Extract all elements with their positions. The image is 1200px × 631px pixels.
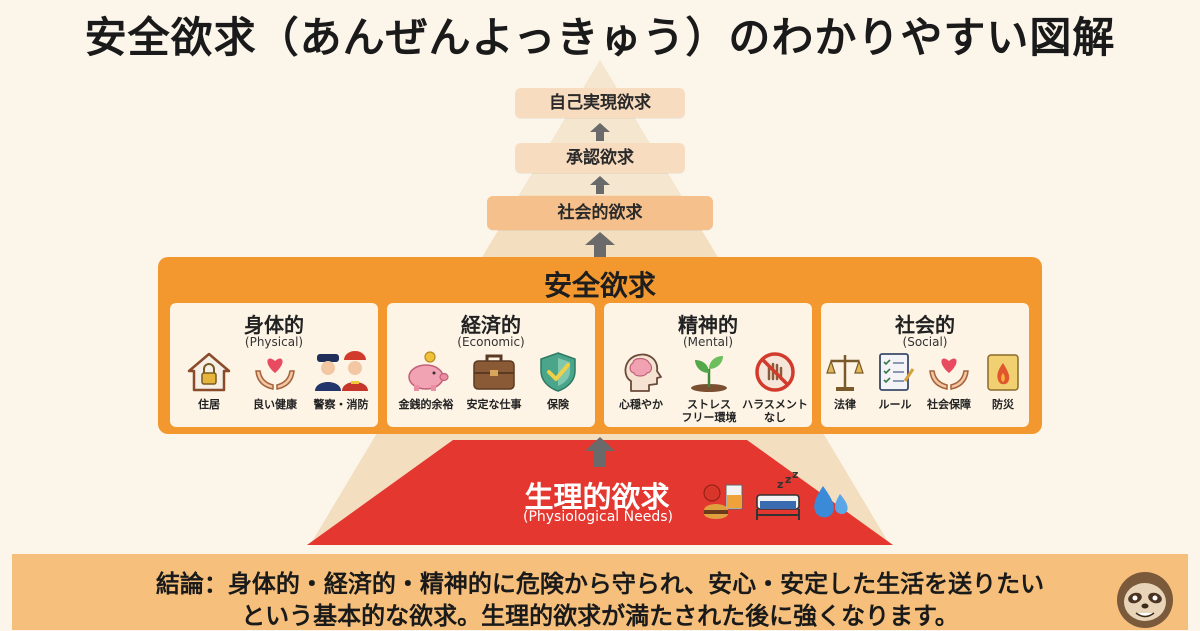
level-esteem: 承認欲求 (515, 143, 685, 173)
physiological-title: 生理的欲求 (524, 480, 670, 514)
item-label: 安定な仕事 (466, 398, 522, 411)
conclusion-line-2: という基本的な欲求。生理的欲求が満たされた後に強くなります。 (241, 602, 959, 630)
page-title: 安全欲求（あんぜんよっきゅう）のわかりやすい図解 (84, 13, 1116, 62)
item-label-line: ストレス (687, 398, 731, 411)
item-label: 法律 (834, 398, 856, 411)
category-social: 社会的 (Social) 法律 ルール (821, 303, 1029, 427)
item-label-line: フリー環境 (681, 411, 737, 424)
level-social: 社会的欲求 (487, 196, 713, 230)
item-disaster-prevention: 防災 (977, 351, 1029, 411)
item-good-health: 良い健康 (240, 351, 310, 411)
category-mental: 精神的 (Mental) 心穏やか ストレス フリー環境 (604, 303, 812, 427)
category-subtitle: (Mental) (682, 335, 734, 349)
physiological-band (307, 440, 893, 545)
heart-hands-icon (929, 358, 969, 390)
brain-head-icon (624, 353, 662, 392)
category-subtitle: (Physical) (244, 335, 304, 349)
piggy-bank-icon (408, 351, 449, 391)
item-police-fire: 警察・消防 (306, 351, 376, 411)
checklist-icon (879, 353, 915, 391)
arrow-up-icon (590, 176, 610, 194)
shield-check-icon (540, 352, 576, 392)
item-stable-job: 安定な仕事 (459, 351, 529, 411)
item-label: 良い健康 (253, 398, 297, 411)
item-label: 防災 (992, 398, 1014, 411)
category-subtitle: (Social) (902, 335, 948, 349)
arrow-up-icon (585, 437, 615, 467)
item-label-line: なし (764, 411, 786, 424)
category-name: 精神的 (678, 313, 738, 337)
category-physical: 身体的 (Physical) 住居 良い健康 (170, 303, 378, 427)
sprout-icon (691, 356, 727, 392)
item-label: 社会保障 (927, 398, 971, 411)
item-label: 警察・消防 (313, 398, 369, 411)
category-name: 社会的 (895, 313, 955, 337)
item-label: 住居 (198, 398, 220, 411)
safety-needs-box: 安全欲求 身体的 (Physical) 住居 良い健康 (158, 257, 1042, 434)
category-name: 経済的 (461, 313, 521, 337)
item-label: 心穏やか (619, 398, 663, 411)
sloth-mascot-icon (1117, 572, 1173, 628)
conclusion-line-1: 結論：身体的・経済的・精神的に危険から守られ、安心・安定した生活を送りたい (155, 570, 1045, 598)
item-label: ルール (878, 398, 912, 411)
item-money: 金銭的余裕 (391, 351, 461, 411)
item-label: ハラスメント なし (740, 398, 810, 424)
heart-hands-icon (255, 358, 295, 390)
item-housing: 住居 (174, 351, 244, 411)
item-label: 金銭的余裕 (398, 398, 454, 411)
level-self-actualization: 自己実現欲求 (515, 88, 685, 118)
item-peace-of-mind: 心穏やか (606, 351, 676, 411)
category-name: 身体的 (244, 313, 304, 337)
item-insurance: 保険 (523, 351, 593, 411)
arrow-up-icon (590, 123, 610, 141)
briefcase-icon (473, 354, 515, 390)
police-firefighter-icon (315, 351, 368, 391)
conclusion-box: 結論：身体的・経済的・精神的に危険から守られ、安心・安定した生活を送りたい とい… (12, 554, 1188, 630)
item-label-line: ハラスメント (742, 398, 808, 411)
no-harassment-icon (755, 352, 795, 392)
item-social-security: 社会保障 (919, 351, 979, 411)
fire-safety-icon (987, 354, 1019, 391)
item-label: ストレス フリー環境 (674, 398, 744, 424)
physiological-subtitle: (Physiological Needs) (522, 509, 673, 525)
item-no-harassment: ハラスメント なし (740, 351, 810, 424)
arrow-up-icon (585, 232, 615, 258)
item-law: 法律 (817, 351, 873, 411)
item-stress-free: ストレス フリー環境 (674, 351, 744, 424)
scales-icon (826, 355, 864, 391)
safety-title: 安全欲求 (543, 269, 656, 302)
item-label: 保険 (547, 398, 569, 411)
item-rules: ルール (869, 351, 921, 411)
category-subtitle: (Economic) (457, 335, 525, 349)
category-economic: 経済的 (Economic) 金銭的余裕 安定な仕事 (387, 303, 595, 427)
house-lock-icon (187, 352, 231, 392)
